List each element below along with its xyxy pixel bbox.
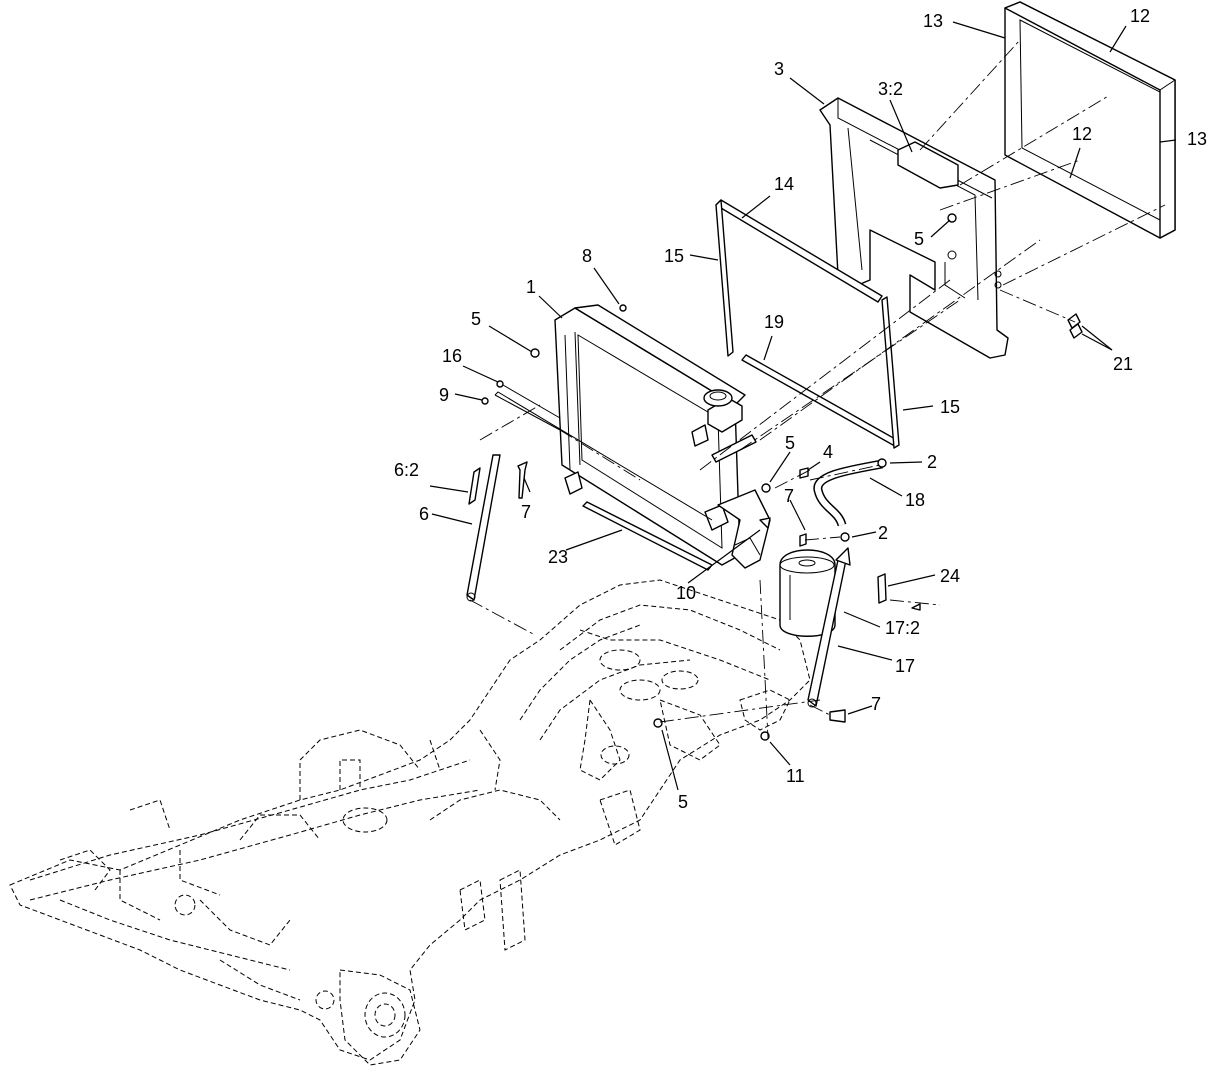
callout-12-top: 12: [1130, 6, 1150, 26]
callout-13-top: 13: [923, 11, 943, 31]
callout-16: 16: [442, 346, 462, 366]
callout-7-bottom: 7: [871, 694, 881, 714]
callout-6: 6: [419, 504, 429, 524]
bracket-6: [466, 454, 501, 602]
callout-19: 19: [764, 312, 784, 332]
callout-23: 23: [548, 547, 568, 567]
radiator: [494, 304, 771, 569]
callout-3: 3: [774, 59, 784, 79]
seal-strips: [715, 199, 900, 449]
callout-7-mid: 7: [784, 486, 794, 506]
callout-12-mid: 12: [1072, 124, 1092, 144]
alignment-lines: [469, 39, 1166, 739]
callout-6-2: 6:2: [394, 460, 419, 480]
callout-7-left: 7: [521, 502, 531, 522]
callout-21: 21: [1113, 354, 1133, 374]
callout-9: 9: [439, 385, 449, 405]
hose-18: [813, 459, 883, 527]
callout-8: 8: [582, 246, 592, 266]
callout-18: 18: [905, 490, 925, 510]
callout-3-2: 3:2: [878, 79, 903, 99]
callout-13-right: 13: [1187, 129, 1207, 149]
callout-1: 1: [526, 277, 536, 297]
frame-chassis: [9, 579, 811, 1066]
callout-14: 14: [774, 174, 794, 194]
shroud: [819, 97, 1009, 359]
callout-5-frame: 5: [678, 792, 688, 812]
overflow-bottle: [779, 547, 887, 708]
callout-5-shroud: 5: [914, 229, 924, 249]
callout-15-right: 15: [940, 397, 960, 417]
callout-17-2: 17:2: [885, 618, 920, 638]
callout-11: 11: [786, 766, 805, 786]
callout-17: 17: [895, 656, 915, 676]
callout-2-bottom: 2: [878, 523, 888, 543]
callout-2-top: 2: [927, 452, 937, 472]
screen: [1004, 1, 1176, 239]
callout-5-bracket: 5: [785, 433, 795, 453]
callout-5-radiator: 5: [471, 309, 481, 329]
callout-15-left: 15: [664, 246, 684, 266]
callout-4: 4: [823, 442, 833, 462]
callout-leaders: [429, 21, 1177, 791]
callout-labels: 12 13 3 3:2 12 13 14 5 8 15 1 19 5 21 16…: [394, 6, 1207, 812]
callout-24: 24: [940, 566, 960, 586]
callout-10: 10: [676, 583, 696, 603]
hardware: [481, 213, 1083, 741]
